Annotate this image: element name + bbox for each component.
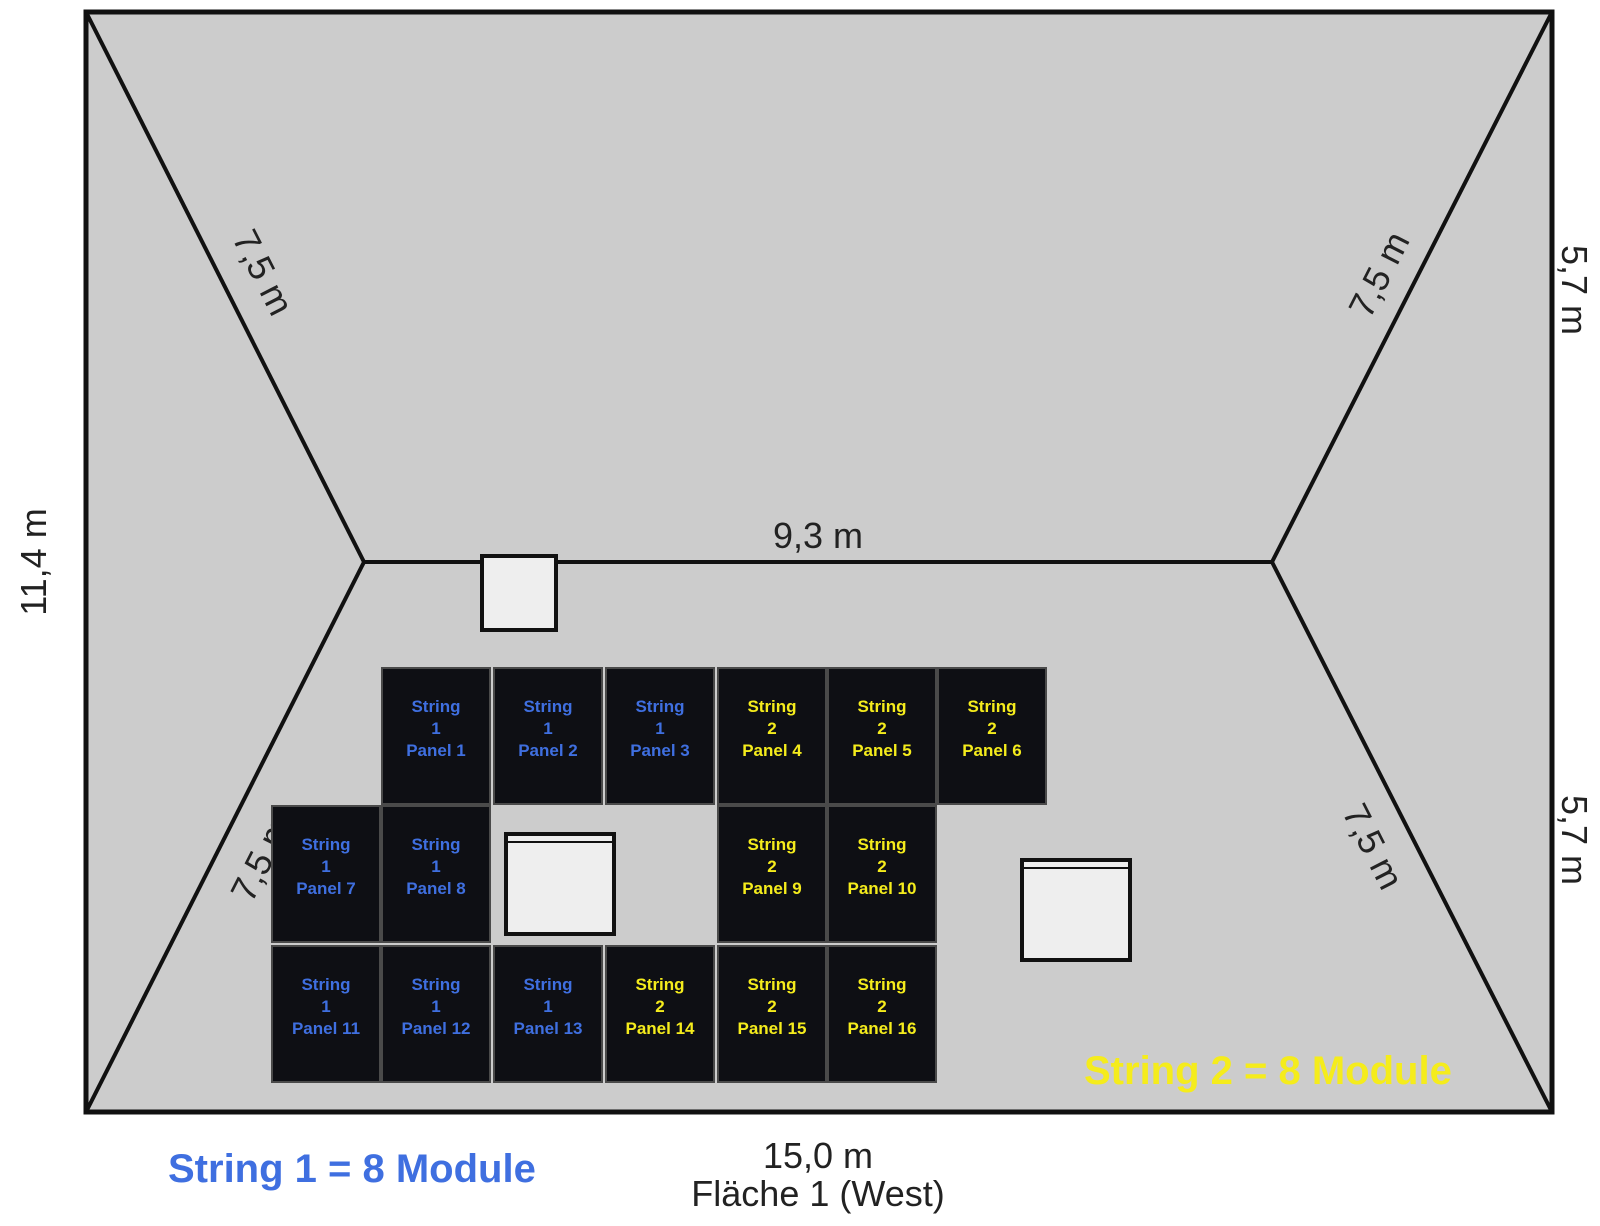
solar-panel-string-text: String [411,975,460,994]
solar-panel-body [605,945,715,1083]
solar-panel-body [381,945,491,1083]
chimney-obstacle-ridge [480,554,558,632]
solar-panel-num-text: 2 [767,857,776,876]
solar-panel-label-text: Panel 15 [738,1019,807,1038]
solar-panel-label-text: Panel 3 [630,741,690,760]
solar-panel-label-text: Panel 8 [406,879,466,898]
solar-panel-string-text: String [747,975,796,994]
solar-panel-num-text: 2 [767,997,776,1016]
solar-panel-string-text: String [635,975,684,994]
solar-panel-string-text: String [523,975,572,994]
solar-panel-num-text: 2 [655,997,664,1016]
solar-panel-num-text: 1 [543,719,552,738]
solar-panel-num-text: 2 [877,719,886,738]
solar-panel-num-text: 2 [767,719,776,738]
solar-panel-string-text: String [967,697,1016,716]
solar-panel-string-text: String [857,835,906,854]
solar-panel-body [271,945,381,1083]
solar-panel-string-text: String [747,697,796,716]
solar-panel-label-text: Panel 7 [296,879,356,898]
solar-panel-string-text: String [411,697,460,716]
solar-panel-num-text: 1 [321,997,330,1016]
solar-panel-string-text: String [857,697,906,716]
solar-panel-body [827,805,937,943]
solar-panel-num-text: 2 [987,719,996,738]
hip-line-top-left [84,11,366,563]
solar-panel-body [605,667,715,805]
solar-panel-body [717,945,827,1083]
solar-panel-num-text: 1 [543,997,552,1016]
solar-panel-num-text: 1 [431,857,440,876]
solar-panel-label-text: Panel 13 [514,1019,583,1038]
solar-panel-body [493,667,603,805]
solar-panel-num-text: 1 [321,857,330,876]
hip-line-bottom-left [84,561,366,1113]
solar-panel-num-text: 1 [431,997,440,1016]
solar-panel-string-text: String [301,835,350,854]
solar-panel-label-text: Panel 16 [848,1019,917,1038]
hip-line-bottom-right [1270,561,1554,1113]
solar-panel-label-text: Panel 14 [626,1019,696,1038]
solar-panel-string-text: String [523,697,572,716]
dim-right-lower: 5,7 m [1554,795,1595,885]
hip-line-top-right [1270,11,1554,563]
solar-panel-string-text: String [857,975,906,994]
solar-panel-num-text: 2 [877,857,886,876]
solar-panel-body [827,667,937,805]
solar-panel-label-text: Panel 2 [518,741,578,760]
solar-panel-label-text: Panel 5 [852,741,912,760]
solar-panel-body [381,667,491,805]
solar-panel-body [493,945,603,1083]
solar-panel-body [717,805,827,943]
solar-panel-body [937,667,1047,805]
legend-string-2: String 2 = 8 Module [1084,1049,1452,1093]
legend-string-1: String 1 = 8 Module [168,1147,536,1191]
dim-height-left: 11,4 m [13,508,54,615]
solar-panel-string-text: String [747,835,796,854]
dim-ridge: 9,3 m [773,515,863,556]
solar-panel-label-text: Panel 6 [962,741,1022,760]
roof-window-obstacle-right [1020,858,1132,962]
solar-panel-label-text: Panel 10 [848,879,917,898]
solar-panel-body [827,945,937,1083]
roof-window-obstacle-center [504,832,616,936]
solar-panel-label-text: Panel 1 [406,741,466,760]
solar-panel-label-text: Panel 4 [742,741,802,760]
solar-panel-string-text: String [411,835,460,854]
solar-panel-num-text: 1 [655,719,664,738]
solar-panel-string-text: String [301,975,350,994]
solar-panel-num-text: 2 [877,997,886,1016]
solar-panel-label-text: Panel 9 [742,879,802,898]
dim-eave: 15,0 m [763,1135,873,1176]
solar-panel-label-text: Panel 11 [292,1019,360,1038]
solar-panel-num-text: 1 [431,719,440,738]
solar-panel-string-text: String [635,697,684,716]
solar-panel-body [381,805,491,943]
solar-panel-body [717,667,827,805]
dim-right-upper: 5,7 m [1554,245,1595,335]
area-label: Fläche 1 (West) [691,1173,944,1214]
solar-panel-body [271,805,381,943]
solar-panel-label-text: Panel 12 [402,1019,471,1038]
